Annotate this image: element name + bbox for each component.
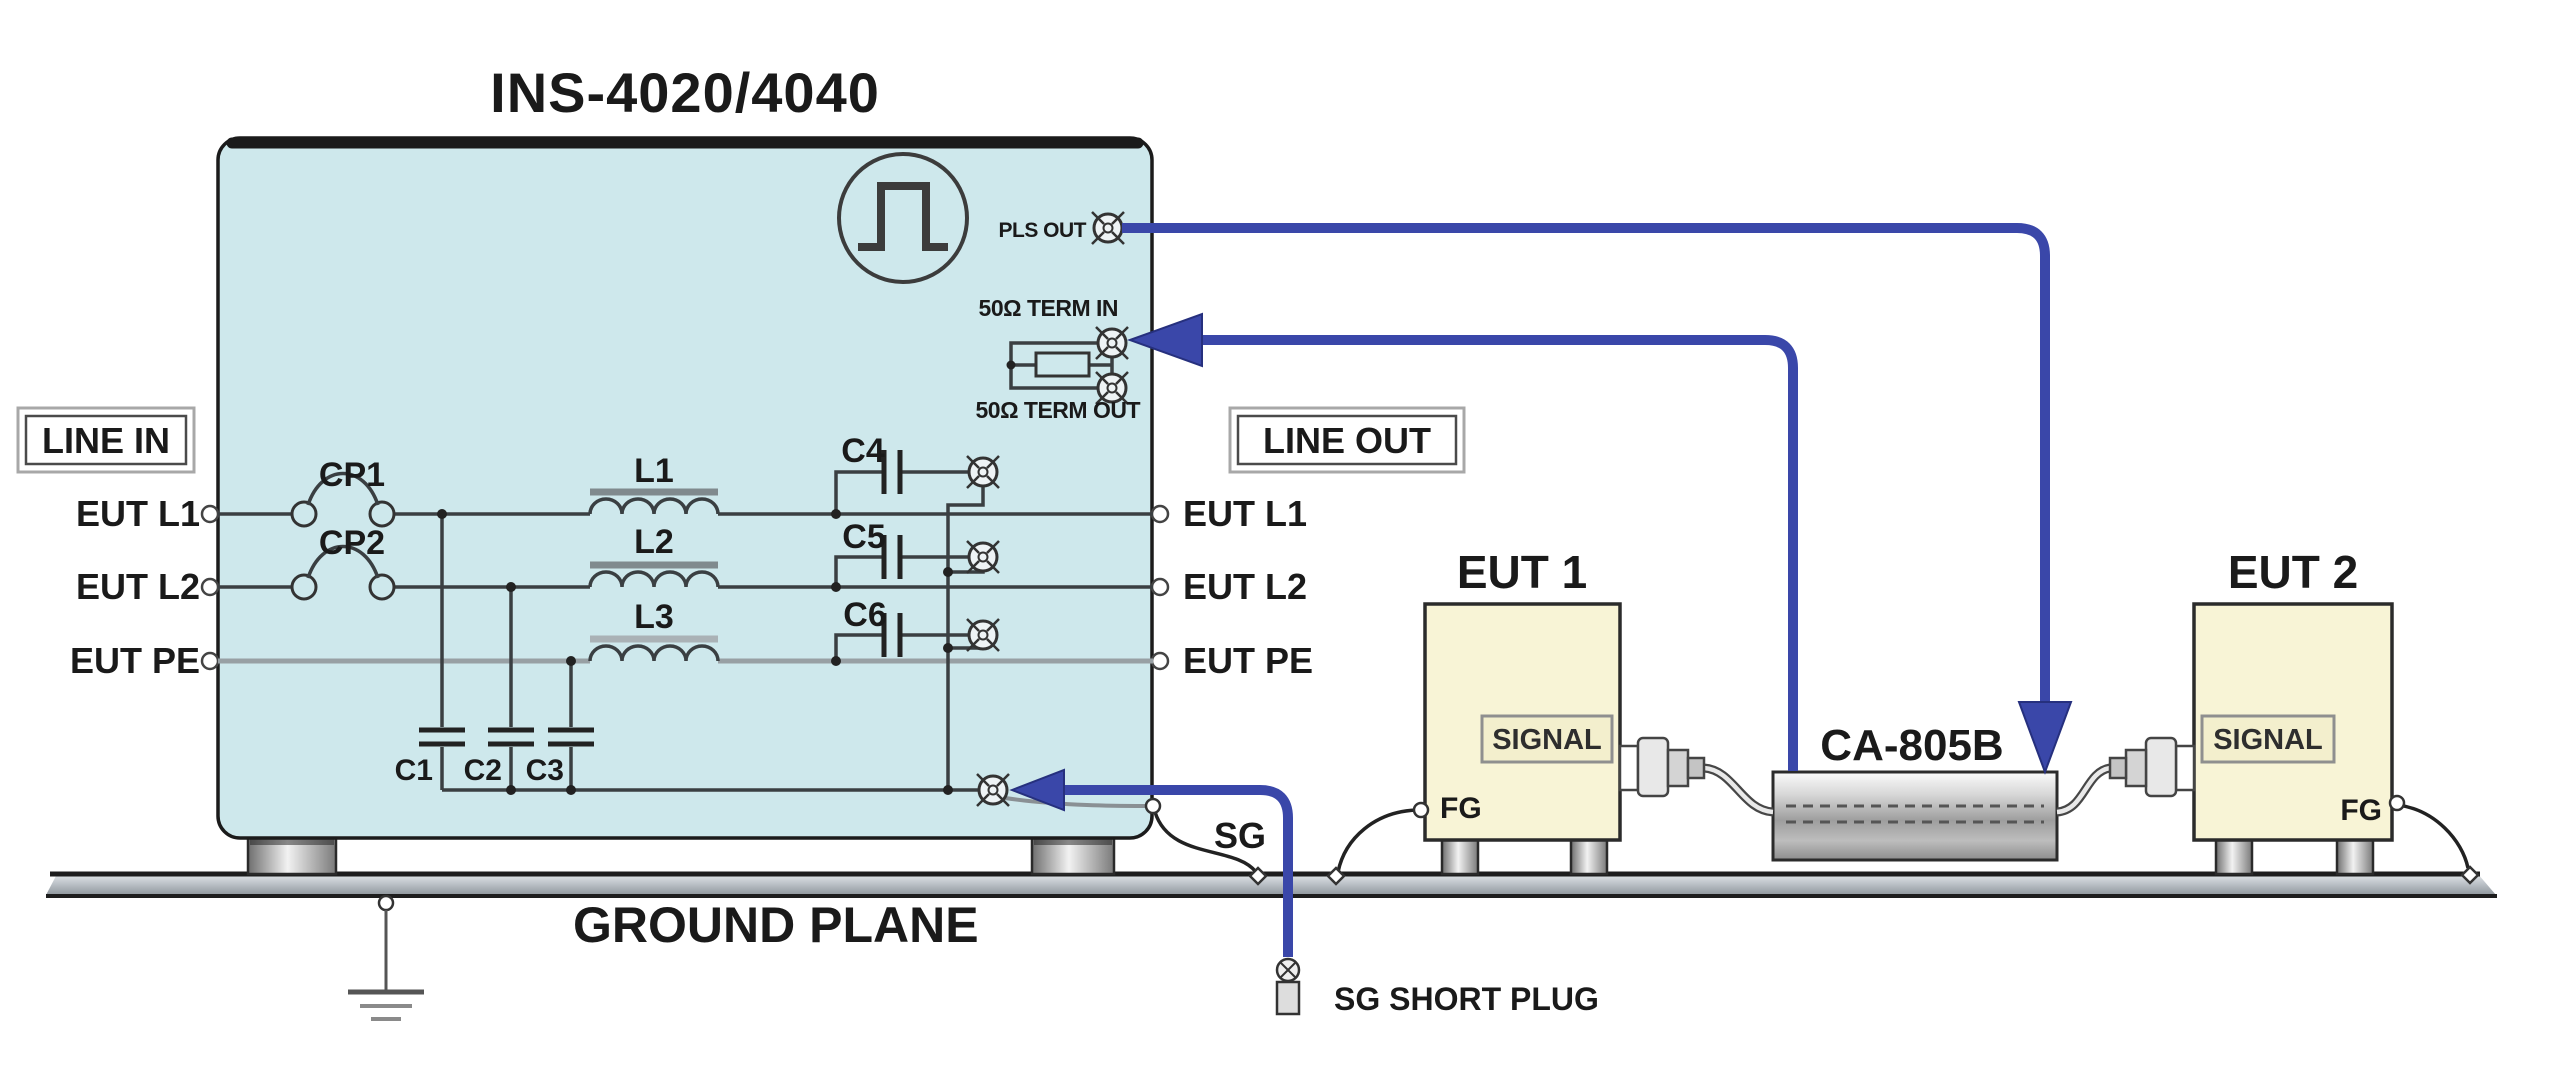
port-out-pe: EUT PE bbox=[1183, 640, 1313, 681]
line-in-box: LINE IN bbox=[16, 406, 196, 474]
eut2-signal-connector bbox=[2108, 736, 2196, 798]
sg-short-plug-icon bbox=[1275, 957, 1301, 1016]
inductor-l1-label: L1 bbox=[634, 452, 674, 490]
term-in-label: 50Ω TERM IN bbox=[979, 295, 1118, 321]
eut2-signal-label: SIGNAL bbox=[2213, 724, 2323, 756]
eut1-signal-label: SIGNAL bbox=[1492, 724, 1602, 756]
port-in-pe: EUT PE bbox=[70, 640, 200, 681]
eut2-title: EUT 2 bbox=[2228, 546, 2358, 598]
equipment-feet bbox=[246, 836, 2375, 876]
filter-circuit: CP1 CP2 L1 L2 L3 C1 C2 C3 C4 bbox=[218, 432, 1153, 808]
c5-jack-icon bbox=[965, 539, 1001, 575]
pulse-cable-return bbox=[1127, 312, 1798, 771]
line-in-label: LINE IN bbox=[42, 420, 170, 461]
eut2-fg-label: FG bbox=[2340, 794, 2382, 827]
sg-jack-icon bbox=[975, 772, 1011, 808]
sg-short-cable bbox=[1009, 768, 1293, 957]
arrow-left-icon bbox=[1127, 312, 1203, 368]
eut2-signal-box bbox=[2200, 714, 2336, 764]
arrow-down-icon bbox=[2017, 701, 2073, 775]
sg-short-plug-label: SG SHORT PLUG bbox=[1334, 981, 1599, 1017]
inductor-l3-label: L3 bbox=[634, 598, 674, 636]
eut2-box: EUT 2 SIGNAL FG bbox=[2192, 546, 2394, 842]
bond-wires bbox=[1144, 794, 2480, 886]
output-ports: EUT L1 EUT L2 EUT PE bbox=[1150, 493, 1313, 681]
pulse-generator-icon bbox=[837, 152, 969, 284]
ground-plane bbox=[46, 871, 2497, 898]
eut1-fg-label: FG bbox=[1440, 792, 1482, 825]
relay-cp1-label: CP1 bbox=[319, 456, 385, 494]
cap-c5-label: C5 bbox=[842, 518, 885, 556]
coupling-clamp: CA-805B bbox=[1771, 721, 2059, 862]
line-out-box: LINE OUT bbox=[1228, 406, 1466, 474]
earth-ground-icon bbox=[348, 894, 424, 1021]
clamp-label: CA-805B bbox=[1820, 721, 2003, 770]
inductor-l2-label: L2 bbox=[634, 523, 674, 561]
input-ports: EUT L1 EUT L2 EUT PE bbox=[70, 493, 220, 681]
signal-cables bbox=[1618, 736, 2196, 817]
sg-label: SG bbox=[1214, 815, 1266, 856]
port-out-l2: EUT L2 bbox=[1183, 566, 1307, 607]
c6-jack-icon bbox=[965, 617, 1001, 653]
cap-c3-label: C3 bbox=[526, 754, 564, 787]
term-in-jack-icon bbox=[1094, 325, 1130, 361]
term-block: 50Ω TERM IN 50Ω TERM OUT bbox=[975, 295, 1140, 423]
pulse-cable-out bbox=[1122, 223, 2073, 775]
port-in-l2: EUT L2 bbox=[76, 566, 200, 607]
eut1-title: EUT 1 bbox=[1457, 546, 1587, 598]
cap-c1-label: C1 bbox=[395, 754, 433, 787]
eut1-signal-box bbox=[1480, 714, 1614, 764]
cap-c6-label: C6 bbox=[843, 596, 886, 634]
cap-c2-label: C2 bbox=[464, 754, 502, 787]
ground-plane-label: GROUND PLANE bbox=[573, 897, 979, 953]
port-in-l1: EUT L1 bbox=[76, 493, 200, 534]
eut1-signal-connector bbox=[1618, 736, 1706, 798]
cap-c4-label: C4 bbox=[841, 432, 885, 470]
pls-out-label: PLS OUT bbox=[998, 219, 1086, 242]
unit-title: INS-4020/4040 bbox=[490, 61, 880, 124]
relay-cp2-label: CP2 bbox=[319, 524, 385, 562]
term-resistor bbox=[1034, 351, 1091, 378]
eut1-box: EUT 1 SIGNAL FG bbox=[1423, 546, 1622, 842]
pls-out-jack-icon bbox=[1090, 210, 1126, 246]
port-out-l1: EUT L1 bbox=[1183, 493, 1307, 534]
c4-jack-icon bbox=[965, 454, 1001, 490]
arrow-left-sg-icon bbox=[1009, 768, 1065, 812]
line-out-label: LINE OUT bbox=[1263, 420, 1431, 461]
term-out-label: 50Ω TERM OUT bbox=[975, 397, 1140, 423]
